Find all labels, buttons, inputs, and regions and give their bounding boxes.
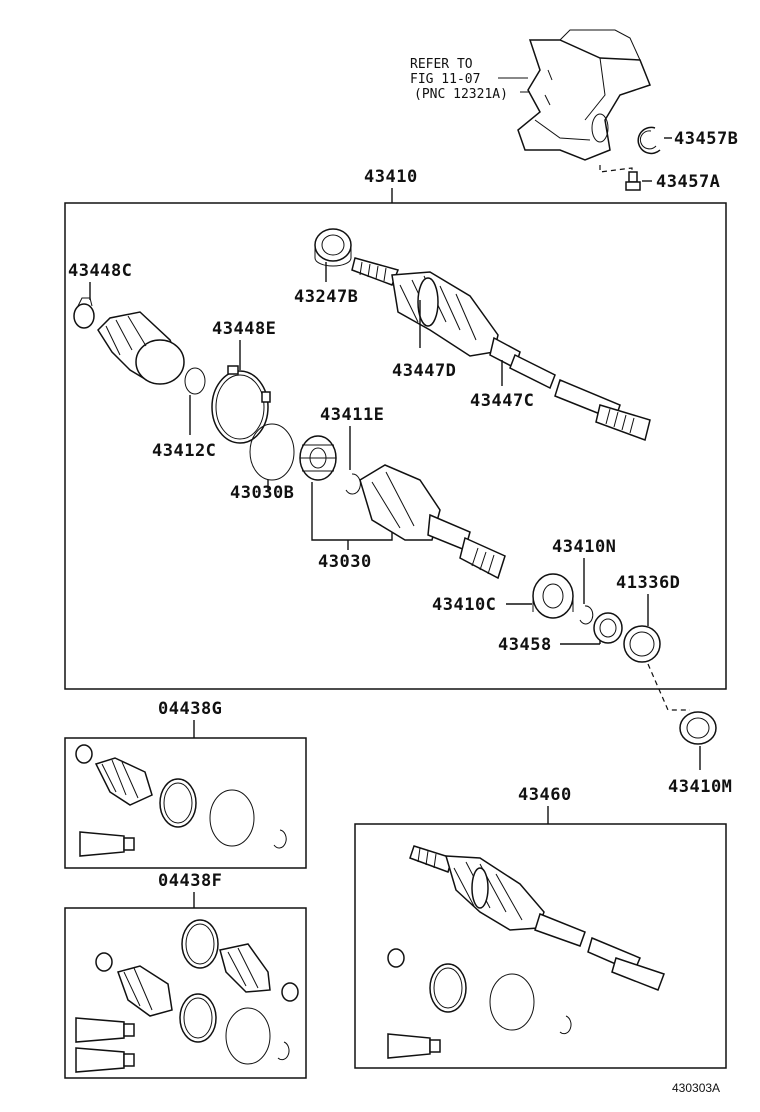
label-43457A: 43457A	[656, 172, 720, 192]
kit-04438F-parts	[75, 919, 299, 1073]
kit-box-04438F	[64, 907, 307, 1079]
figure-id: 430303A	[672, 1081, 720, 1095]
seal-43247B	[314, 228, 352, 267]
label-43447C: 43447C	[470, 391, 534, 411]
label-43460: 43460	[518, 785, 572, 805]
label-43030: 43030	[318, 552, 372, 572]
label-43448C: 43448C	[68, 261, 132, 281]
clamp-band-43448E	[211, 365, 271, 444]
bearing-43410C	[532, 573, 574, 619]
ring-43412C	[184, 367, 206, 395]
bolt-43457A	[625, 171, 641, 191]
seal-41336D	[623, 625, 661, 663]
kit-04438G-parts	[75, 744, 287, 857]
seal-43458	[593, 612, 623, 644]
label-43447D: 43447D	[392, 361, 456, 381]
snap-ring-43411E	[345, 473, 361, 495]
reference-note-line1: REFER TO	[410, 57, 473, 72]
assembly-box-43460	[354, 823, 727, 1069]
label-43448E: 43448E	[212, 319, 276, 339]
label-04438G: 04438G	[158, 699, 222, 719]
assembly-43460-parts	[387, 845, 665, 1059]
reference-note-line3: (PNC 12321A)	[414, 87, 508, 102]
label-43247B: 43247B	[294, 287, 358, 307]
seal-43410M	[679, 711, 717, 745]
boot-outer	[97, 311, 185, 385]
ring-43030B	[249, 423, 295, 481]
inner-joint-shaft	[359, 464, 506, 580]
snap-ring-43457B	[637, 126, 661, 155]
label-43458: 43458	[498, 635, 552, 655]
label-43457B: 43457B	[674, 129, 738, 149]
snap-ring-43410N	[579, 605, 594, 625]
clamp-43448C	[73, 297, 95, 329]
label-43410M: 43410M	[668, 777, 732, 797]
label-43410C: 43410C	[432, 595, 496, 615]
label-43410: 43410	[364, 167, 418, 187]
kit-box-04438G	[64, 737, 307, 869]
label-43030B: 43030B	[230, 483, 294, 503]
reference-bracket	[517, 29, 651, 161]
outer-shaft-assembly	[351, 257, 651, 441]
label-41336D: 41336D	[616, 573, 680, 593]
inner-race-43030	[299, 435, 337, 481]
label-43411E: 43411E	[320, 405, 384, 425]
label-43410N: 43410N	[552, 537, 616, 557]
reference-note-line2: FIG 11-07	[410, 72, 480, 87]
label-04438F: 04438F	[158, 871, 222, 891]
label-43412C: 43412C	[152, 441, 216, 461]
assembly-box-43410	[64, 202, 727, 690]
